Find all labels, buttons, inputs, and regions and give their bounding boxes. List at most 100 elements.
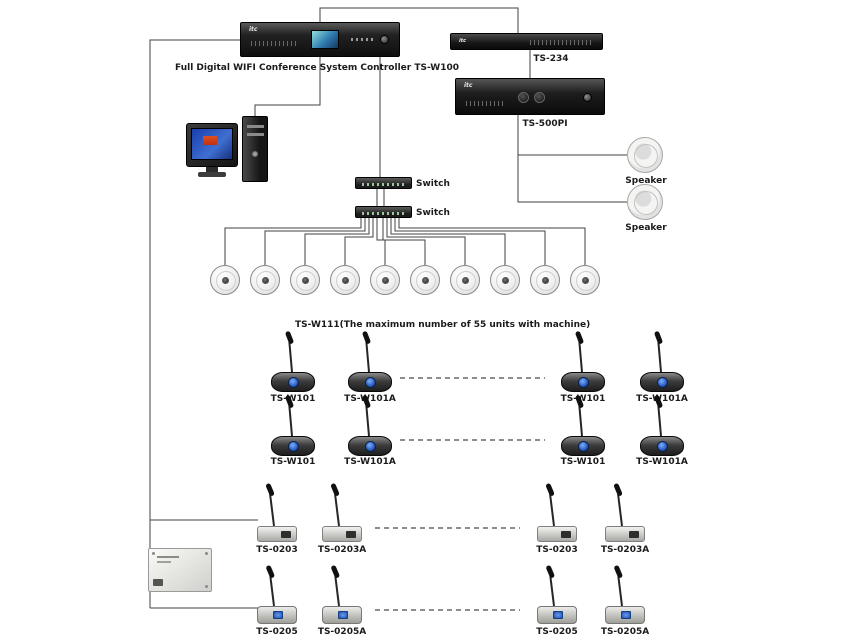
mic-gooseneck	[361, 330, 371, 373]
ceiling-unit	[530, 265, 560, 295]
switch-2-label: Switch	[416, 208, 450, 218]
mic-screen	[288, 377, 299, 388]
tower-drive-bay	[247, 133, 264, 136]
itc-logo: itc	[459, 38, 467, 44]
ceiling-unit-center	[222, 277, 229, 284]
switch-2	[355, 206, 412, 218]
mic-unit-tsw101a	[630, 394, 694, 456]
mic-base	[322, 606, 362, 624]
ceiling-unit-center	[342, 277, 349, 284]
mic-gooseneck	[574, 330, 584, 373]
controller-knob	[380, 35, 389, 44]
ceiling-unit	[210, 265, 240, 295]
ceiling-unit	[370, 265, 400, 295]
mic-label: TS-0205A	[317, 627, 367, 637]
monitor-stand	[206, 167, 218, 172]
mic-panel	[281, 531, 291, 538]
ceiling-unit-center	[262, 277, 269, 284]
mic-screen	[288, 441, 299, 452]
mic-base	[561, 372, 605, 392]
ceiling-unit-center	[382, 277, 389, 284]
mic-base	[640, 372, 684, 392]
mic-label: TS-W101A	[344, 457, 396, 467]
speaker-1	[627, 137, 663, 173]
ceiling-note: TS-W111(The maximum number of 55 units w…	[295, 320, 591, 330]
mic-label: TS-0205A	[600, 627, 650, 637]
mic-screen	[365, 441, 376, 452]
mic-gooseneck	[264, 564, 275, 607]
mic-base	[605, 606, 645, 624]
mic-gooseneck	[653, 330, 663, 373]
mic-screen	[273, 611, 283, 619]
power-box-marking	[157, 561, 171, 563]
ceiling-unit-center	[582, 277, 589, 284]
mic-unit-ts0203	[527, 482, 587, 542]
mic-screen	[657, 377, 668, 388]
mic-screen	[553, 611, 563, 619]
ceiling-unit-center	[422, 277, 429, 284]
mic-screen	[621, 611, 631, 619]
ceiling-unit-center	[542, 277, 549, 284]
mic-base	[257, 606, 297, 624]
ceiling-unit-center	[462, 277, 469, 284]
ts500pi-rack: itc	[455, 78, 605, 115]
ceiling-unit	[450, 265, 480, 295]
ceiling-unit-center	[302, 277, 309, 284]
ceiling-unit	[490, 265, 520, 295]
mic-base	[348, 372, 392, 392]
controller-buttons	[351, 38, 373, 41]
mic-base	[561, 436, 605, 456]
mic-label: TS-W101A	[636, 394, 688, 404]
ts234-vents	[530, 40, 592, 45]
ceiling-unit	[250, 265, 280, 295]
switch-1	[355, 177, 412, 189]
mic-panel	[629, 531, 639, 538]
controller-rack: itc	[240, 22, 400, 57]
tower-drive-bay	[247, 125, 264, 128]
mic-gooseneck	[544, 564, 555, 607]
mic-label: TS-0203A	[317, 545, 367, 555]
speaker-1-label: Speaker	[625, 176, 667, 186]
mic-unit-ts0205a	[312, 564, 372, 624]
controller-vents	[251, 41, 296, 46]
mic-unit-tsw101	[551, 394, 615, 456]
speaker-2	[627, 184, 663, 220]
screw	[205, 585, 208, 588]
screw	[152, 552, 155, 555]
mic-unit-ts0203	[247, 482, 307, 542]
mic-base	[271, 372, 315, 392]
mic-gooseneck	[329, 564, 340, 607]
mic-unit-ts0205	[527, 564, 587, 624]
mic-label: TS-0205	[256, 627, 298, 637]
mic-gooseneck	[653, 394, 663, 437]
ts500pi-label: TS-500PI	[522, 119, 568, 129]
mic-gooseneck	[612, 564, 623, 607]
ceiling-unit	[570, 265, 600, 295]
mic-gooseneck	[284, 394, 294, 437]
power-box-marking	[157, 556, 179, 558]
mic-gooseneck	[264, 482, 275, 527]
mic-label: TS-0203	[536, 545, 578, 555]
mic-base	[348, 436, 392, 456]
ts500pi-meter	[534, 92, 545, 103]
ceiling-unit	[330, 265, 360, 295]
mic-label: TS-W101A	[344, 394, 396, 404]
mic-gooseneck	[544, 482, 555, 527]
mic-base	[537, 606, 577, 624]
computer-monitor	[186, 123, 238, 167]
power-box	[148, 548, 212, 592]
mic-unit-ts0205a	[595, 564, 655, 624]
mic-screen	[578, 377, 589, 388]
mic-unit-tsw101	[261, 330, 325, 392]
itc-logo: itc	[464, 82, 473, 89]
mic-label: TS-0203A	[600, 545, 650, 555]
mic-gooseneck	[361, 394, 371, 437]
switch-1-label: Switch	[416, 179, 450, 189]
monitor-base	[198, 172, 226, 177]
mic-unit-tsw101	[551, 330, 615, 392]
mic-gooseneck	[612, 482, 623, 527]
mic-label: TS-0205	[536, 627, 578, 637]
mic-unit-ts0205	[247, 564, 307, 624]
